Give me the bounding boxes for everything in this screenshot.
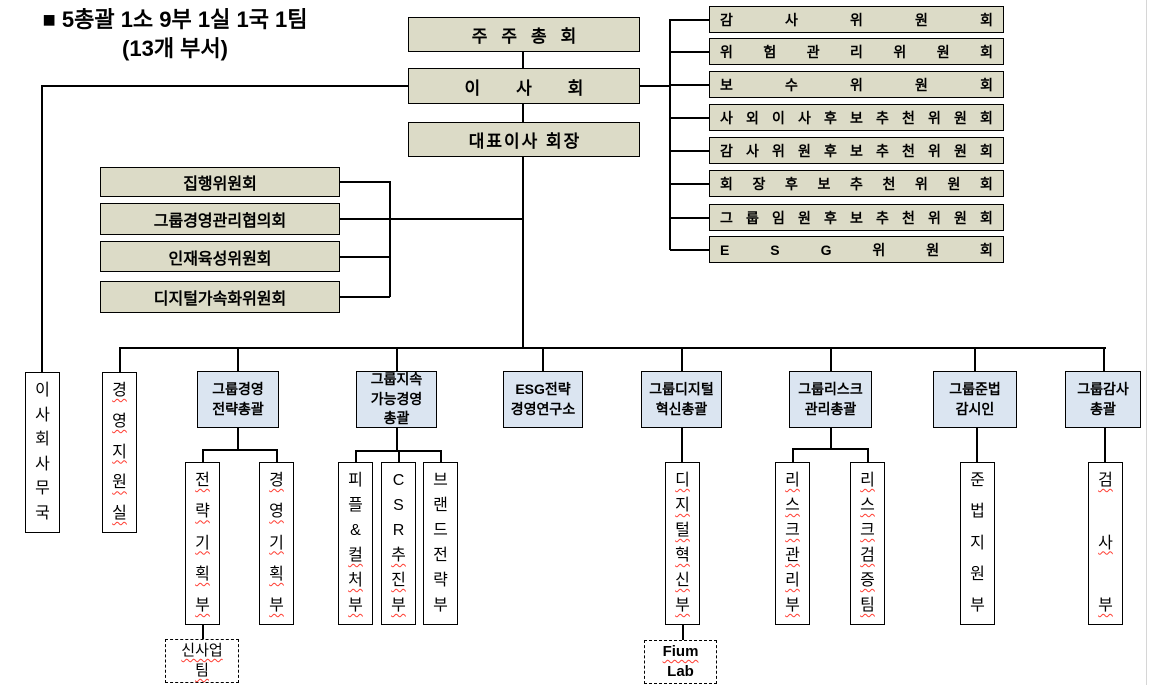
connector-line [119, 347, 121, 372]
committee-group-management-council: 그룹경영관리협의회 [100, 203, 340, 235]
connector-line [41, 85, 43, 372]
division-esg-strategy-research-institute: ESG전략 경영연구소 [503, 371, 583, 428]
committee-digital-acceleration: 디지털가속화위원회 [100, 281, 340, 313]
division-group-management-strategy: 그룹경영 전략총괄 [197, 371, 279, 428]
connector-line [522, 52, 524, 68]
connector-line [792, 448, 868, 450]
connector-line [792, 448, 794, 462]
connector-line [669, 19, 671, 250]
connector-line [522, 104, 524, 122]
title-line1: ■ 5총괄 1소 9부 1실 1국 1팀 [42, 7, 308, 32]
division-group-digital-innovation: 그룹디지털 혁신총괄 [641, 371, 722, 428]
connector-line [974, 347, 976, 371]
connector-line [681, 428, 683, 462]
connector-line [396, 428, 398, 450]
connector-line [542, 347, 544, 371]
connector-line [976, 428, 978, 462]
connector-line [867, 448, 869, 462]
connector-line [670, 19, 709, 21]
connector-line [340, 256, 390, 258]
connector-line [202, 625, 204, 639]
connector-line [202, 449, 204, 462]
connector-line [670, 249, 709, 251]
committee-executive: 집행위원회 [100, 167, 340, 197]
connector-line [1104, 428, 1106, 462]
connector-line [670, 150, 709, 152]
connector-line [340, 181, 390, 183]
division-group-compliance-officer: 그룹준법 감시인 [933, 371, 1017, 428]
connector-line [830, 428, 832, 448]
connector-line [830, 347, 832, 371]
connector-line [340, 296, 390, 298]
title-line2: (13개 부서) [122, 35, 228, 61]
connector-line [276, 449, 278, 462]
connector-line [670, 217, 709, 219]
connector-line [389, 181, 391, 297]
connector-line [681, 347, 683, 371]
committee-talent-development: 인재육성위원회 [100, 241, 340, 272]
division-group-audit: 그룹감사 총괄 [1065, 371, 1141, 428]
connector-line [670, 183, 709, 185]
connector-line [670, 84, 709, 86]
connector-line [340, 218, 523, 220]
connector-line [396, 347, 398, 371]
team-new-business-line1: 신사업 [181, 641, 223, 659]
chart-title: ■ 5총괄 1소 9부 1실 1국 1팀 (13개 부서) [0, 6, 350, 63]
connector-line [1103, 347, 1105, 371]
connector-line [119, 347, 1106, 349]
connector-line [522, 157, 524, 348]
box-ceo-chairman: 대표이사 회장 [408, 122, 640, 157]
connector-line [202, 449, 277, 451]
team-new-business-line2: 팀 [195, 662, 209, 679]
division-group-risk-management: 그룹리스크 관리총괄 [789, 371, 872, 428]
connector-line [670, 117, 709, 119]
page-edge-line [1146, 0, 1147, 685]
connector-line [640, 85, 670, 87]
connector-line [237, 428, 239, 449]
connector-line [440, 450, 442, 462]
team-fium-lab: Fium Lab [644, 640, 717, 684]
connector-line [682, 625, 684, 640]
connector-line [398, 450, 400, 462]
team-fium-lab-line2: Lab [667, 663, 694, 680]
division-group-sustainability: 그룹지속 가능경영 총괄 [356, 371, 437, 428]
box-board-of-directors: 이사회 [408, 68, 640, 104]
connector-line [237, 347, 239, 371]
box-shareholders-meeting: 주주총회 [408, 17, 640, 52]
connector-line [670, 51, 709, 53]
team-new-business: 신사업 팀 [165, 639, 239, 683]
connector-line [41, 85, 408, 87]
connector-line [355, 450, 357, 462]
team-fium-lab-line1: Fium [662, 642, 699, 660]
